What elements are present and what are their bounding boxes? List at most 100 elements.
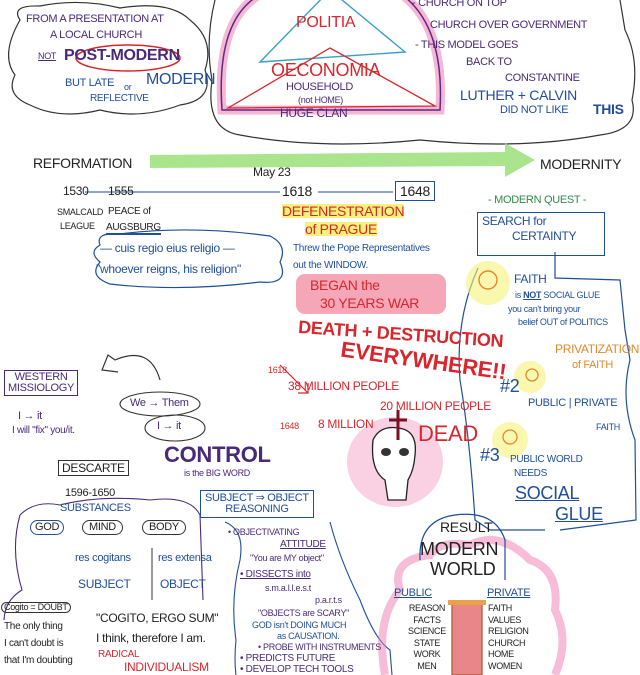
- lightbulb-icon: [502, 429, 518, 445]
- million-20: 20 MILLION PEOPLE: [380, 399, 491, 413]
- not: NOT: [523, 290, 542, 300]
- year-label: 1648: [395, 181, 435, 201]
- threw-text: out the WINDOW.: [293, 260, 368, 271]
- public-item: MEN: [417, 660, 437, 671]
- belief-out: belief OUT of POLITICS: [518, 317, 608, 327]
- defenestration-label: of PRAGUE: [305, 221, 377, 237]
- curved-arrow-icon: [101, 354, 161, 381]
- cogito-doubt: Cogito = DOUBT: [1, 602, 71, 613]
- year-label: 1618: [282, 183, 312, 199]
- reasoning-item: "You are MY object": [250, 553, 324, 563]
- politia-label: POLITIA: [296, 14, 356, 31]
- note-line: THIS: [593, 101, 624, 117]
- result-title: MODERN: [420, 539, 499, 559]
- dead-label: DEAD: [418, 421, 478, 446]
- date-note: May 23: [253, 165, 291, 179]
- began-war: BEGAN the: [310, 277, 380, 293]
- modern-label: MODERN: [146, 71, 216, 88]
- glue-label: GLUE: [555, 504, 603, 524]
- cloud-outline: [93, 229, 284, 289]
- social-label: SOCIAL: [515, 483, 580, 503]
- public-world: PUBLIC WORLD: [510, 454, 583, 465]
- i-it-cloud: I → it: [157, 420, 181, 432]
- year-label: 1555: [108, 184, 134, 198]
- note-line: REFLECTIVE: [90, 93, 149, 104]
- private-header: PRIVATE: [487, 587, 531, 599]
- social-glue: SOCIAL GLUE: [543, 290, 600, 300]
- reasoning-item: • DISSECTS into: [240, 569, 311, 580]
- cloud-outline: [208, 0, 636, 145]
- whoever-reigns: "whoever reigns, his religion": [96, 262, 241, 276]
- smalcald-label: SMALCALD: [57, 207, 104, 217]
- lightbulb-icon: [478, 270, 498, 290]
- privatization-label: of FAITH: [572, 359, 613, 371]
- modern-quest-outline: [458, 252, 637, 531]
- million-38: 38 MILLION PEOPLE: [288, 379, 399, 393]
- reasoning-item: • DEVELOP TECH TOOLS: [240, 664, 354, 675]
- is: is: [515, 290, 521, 300]
- politia-triangle: [258, 0, 407, 63]
- control-label: CONTROL: [164, 442, 271, 467]
- res-extensa: res extensa: [158, 552, 212, 564]
- radical-individualism: RADICAL: [98, 649, 140, 660]
- big-word: is the BIG WORD: [184, 468, 251, 478]
- million-8: 8 MILLION: [318, 417, 374, 431]
- post-modern-circle: [75, 44, 181, 72]
- huge-clan-label: HUGE CLAN: [280, 106, 348, 120]
- object-label: OBJECT: [160, 577, 206, 591]
- smalcald-label: LEAGUE: [60, 221, 95, 231]
- thought-cloud: [144, 414, 206, 442]
- not-home-label: (not HOME): [298, 95, 344, 105]
- public-item: FACTS: [413, 614, 441, 625]
- timeline-start: REFORMATION: [33, 155, 133, 171]
- public-item: SCIENCE: [408, 626, 446, 636]
- oeconomia-triangle: [225, 47, 438, 109]
- result-pink-cloud: [378, 536, 567, 675]
- public-private: PUBLIC | PRIVATE: [528, 397, 618, 409]
- subject-label: SUBJECT: [78, 577, 131, 591]
- note-or: or: [124, 82, 132, 92]
- year-1618: 1618: [268, 365, 287, 375]
- public-header: PUBLIC: [394, 587, 432, 599]
- dome-outline: [220, 0, 442, 111]
- modern-quest-title: - MODERN QUEST -: [488, 194, 587, 206]
- lightbulb-glow: [492, 422, 528, 458]
- substances-label: SUBSTANCES: [60, 502, 131, 514]
- mind-oval: MIND: [82, 520, 123, 535]
- descartes-years: 1596-1650: [65, 487, 115, 499]
- private-item: CHURCH: [488, 637, 526, 648]
- number-2: #2: [500, 376, 520, 396]
- note-line: CONSTANTINE: [505, 72, 580, 84]
- cloud-outline: [8, 1, 209, 115]
- number-3: #3: [480, 445, 500, 465]
- certainty-label: CERTAINTY: [512, 229, 577, 243]
- private-list: FAITH VALUES RELIGION CHURCH HOME WOMEN: [488, 603, 529, 672]
- note-line: DID NOT LIKE: [500, 104, 569, 116]
- western-missiology-box: WESTERN MISSIOLOGY: [4, 370, 79, 396]
- search-label: SEARCH for: [482, 214, 547, 228]
- reasoning-item: as CAUSATION.: [277, 631, 340, 641]
- note-line: A LOCAL CHURCH: [50, 29, 142, 41]
- began-war: 30 YEARS WAR: [320, 295, 420, 311]
- note-line: FROM A PRESENTATION AT: [26, 13, 164, 25]
- year-1648: 1648: [280, 421, 299, 431]
- reasoning-title: REASONING: [225, 503, 289, 515]
- note-line: BACK TO: [466, 56, 512, 68]
- only-thing: I can't doubt is: [4, 638, 64, 649]
- cuius-regio: — cuis regio eius religio —: [100, 241, 235, 255]
- only-thing: The only thing: [4, 621, 63, 632]
- reasoning-item: • OBJECTIVATING: [228, 527, 300, 537]
- reasoning-item: • PROBE WITH INSTRUMENTS: [258, 642, 381, 652]
- peace-label: AUGSBURG: [106, 222, 161, 235]
- private-item: VALUES: [488, 614, 522, 625]
- lightbulb-glow: [466, 261, 510, 305]
- fix-text: I will "fix" you/it.: [12, 425, 75, 436]
- cant-bring: you can't bring your: [508, 304, 581, 314]
- cogito-ergo-sum: "COGITO, ERGO SUM": [96, 611, 219, 625]
- arrow-icon: [279, 364, 309, 394]
- result-title: RESULT: [440, 519, 493, 535]
- reasoning-item: GOD isn't DOING MUCH: [252, 620, 347, 630]
- god-oval: GOD: [30, 520, 65, 535]
